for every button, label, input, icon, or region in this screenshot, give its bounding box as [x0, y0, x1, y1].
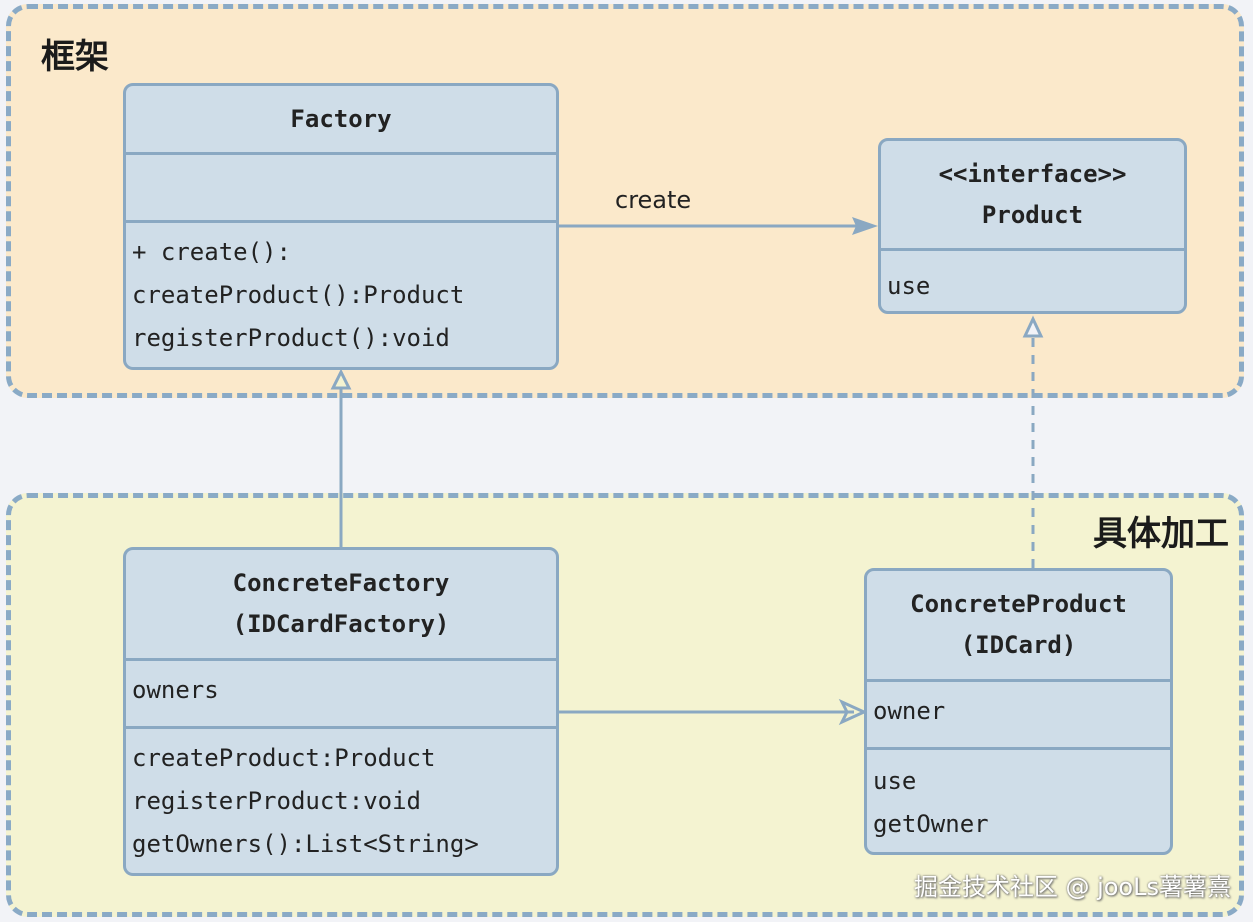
concrete-factory-attributes: owners — [126, 658, 556, 726]
concrete-factory-operations: createProduct:Product registerProduct:vo… — [126, 726, 556, 866]
concrete-product-alias: (IDCard) — [960, 631, 1077, 659]
concrete-factory-attr: owners — [132, 676, 219, 704]
concrete-product-op: getOwner — [873, 810, 989, 838]
concrete-product-op: use — [873, 767, 917, 795]
product-interface[interactable]: <<interface>> Product use — [878, 138, 1187, 314]
factory-operations: + create(): createProduct():Product regi… — [126, 220, 556, 360]
factory-attributes — [126, 152, 556, 220]
factory-class[interactable]: Factory + create(): createProduct():Prod… — [123, 83, 559, 370]
create-arrowhead — [852, 217, 878, 235]
concrete-factory-op: getOwners():List<String> — [132, 830, 479, 858]
create-label: create — [615, 186, 692, 214]
factory-op: + create(): — [132, 238, 291, 266]
concrete-factory-header: ConcreteFactory (IDCardFactory) — [126, 550, 556, 658]
factory-op: createProduct():Product — [132, 281, 465, 309]
concrete-product-operations: use getOwner — [867, 747, 1170, 846]
product-op: use — [887, 272, 931, 300]
factory-header: Factory — [126, 86, 556, 152]
concrete-product-attr: owner — [873, 697, 946, 725]
watermark: 掘金技术社区 @ jooLs薯薯熹 — [913, 873, 1231, 901]
inheritance-arrowhead — [330, 368, 352, 390]
product-stereotype: <<interface>> — [938, 159, 1127, 188]
concrete-product-attributes: owner — [867, 679, 1170, 747]
concrete-factory-name: ConcreteFactory — [232, 569, 450, 597]
concrete-title: 具体加工 — [1093, 514, 1229, 554]
factory-op: registerProduct():void — [132, 324, 450, 352]
concrete-factory-class[interactable]: ConcreteFactory (IDCardFactory) owners c… — [123, 547, 559, 876]
product-header: <<interface>> Product — [881, 141, 1184, 248]
concrete-product-name: ConcreteProduct — [910, 590, 1127, 618]
framework-title: 框架 — [41, 37, 109, 77]
concrete-product-class[interactable]: ConcreteProduct (IDCard) owner use getOw… — [864, 568, 1173, 855]
factory-name: Factory — [290, 104, 392, 133]
concrete-factory-op: registerProduct:void — [132, 787, 421, 815]
product-operations: use — [881, 248, 1184, 308]
concrete-product-header: ConcreteProduct (IDCard) — [867, 571, 1170, 679]
product-name: Product — [981, 200, 1084, 229]
realization-arrowhead — [1022, 315, 1044, 338]
concrete-factory-alias: (IDCardFactory) — [232, 610, 450, 638]
concrete-factory-op: createProduct:Product — [132, 744, 436, 772]
association-arrowhead — [838, 698, 868, 726]
